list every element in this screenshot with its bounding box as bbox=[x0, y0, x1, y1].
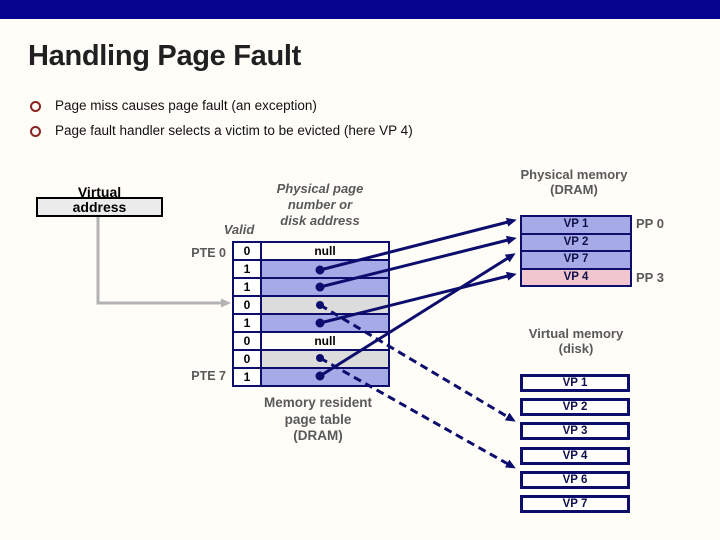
valid-bit: 1 bbox=[234, 315, 262, 331]
ppn-cell bbox=[262, 279, 388, 295]
dram-row-vp2: VP 2 bbox=[522, 234, 630, 252]
ppn-cell: null bbox=[262, 333, 388, 349]
virtual-memory-title: Virtual memory (disk) bbox=[528, 326, 624, 356]
ppn-cell bbox=[262, 351, 388, 367]
virtual-address-label: Virtual address bbox=[72, 184, 127, 215]
valid-bit: 1 bbox=[234, 279, 262, 295]
ppn-cell bbox=[262, 315, 388, 331]
page-table-caption: Memory resident page table (DRAM) bbox=[263, 395, 373, 443]
valid-bit: 1 bbox=[234, 261, 262, 277]
dram-box: VP 1 VP 2 VP 7 VP 4 bbox=[520, 215, 632, 287]
bullet-text: Page fault handler selects a victim to b… bbox=[55, 123, 413, 138]
physical-memory-title: Physical memory (DRAM) bbox=[520, 167, 628, 197]
pte0-label: PTE 0 bbox=[191, 246, 226, 260]
pte-row-6: 0 bbox=[234, 351, 388, 369]
pte7-label: PTE 7 bbox=[191, 369, 226, 383]
bullet-item: Page miss causes page fault (an exceptio… bbox=[30, 97, 670, 114]
valid-bit: 0 bbox=[234, 351, 262, 367]
dram-row-vp4-victim: VP 4 bbox=[522, 269, 630, 285]
pp3-label: PP 3 bbox=[636, 270, 664, 285]
pp0-label: PP 0 bbox=[636, 216, 664, 231]
disk-box-vp7: VP 7 bbox=[520, 495, 630, 513]
pte-row-4: 1 bbox=[234, 315, 388, 333]
bullet-item: Page fault handler selects a victim to b… bbox=[30, 122, 670, 139]
disk-box-vp3: VP 3 bbox=[520, 422, 630, 440]
address-arrow-to-pte3 bbox=[96, 217, 231, 308]
valid-bit: 0 bbox=[234, 243, 262, 259]
valid-column-header: Valid bbox=[223, 222, 255, 237]
bullet-circle-icon bbox=[30, 126, 41, 137]
virtual-address-box bbox=[36, 197, 163, 217]
pte-row-5: 0 null bbox=[234, 333, 388, 351]
pte-row-7: 1 bbox=[234, 369, 388, 385]
dram-row-vp1: VP 1 bbox=[522, 217, 630, 235]
page-table: 0 null 1 1 0 1 0 null 0 1 bbox=[232, 241, 390, 387]
bullet-text: Page miss causes page fault (an exceptio… bbox=[55, 98, 317, 113]
ppn-cell bbox=[262, 297, 388, 313]
page-table-column-header: Physical page number or disk address bbox=[276, 181, 364, 228]
disk-box-vp4: VP 4 bbox=[520, 447, 630, 465]
valid-bit: 1 bbox=[234, 369, 262, 385]
disk-box-vp6: VP 6 bbox=[520, 471, 630, 489]
ppn-cell bbox=[262, 369, 388, 385]
page-title: Handling Page Fault bbox=[28, 40, 302, 72]
dram-row-vp7: VP 7 bbox=[522, 252, 630, 270]
top-accent-bar bbox=[0, 0, 720, 19]
disk-box-vp1: VP 1 bbox=[520, 374, 630, 392]
pte-row-2: 1 bbox=[234, 279, 388, 297]
pte-row-3: 0 bbox=[234, 297, 388, 315]
pte-row-1: 1 bbox=[234, 261, 388, 279]
bullet-circle-icon bbox=[30, 101, 41, 112]
disk-box-vp2: VP 2 bbox=[520, 398, 630, 416]
ppn-cell bbox=[262, 261, 388, 277]
ppn-cell: null bbox=[262, 243, 388, 259]
pte-row-0: 0 null bbox=[234, 243, 388, 261]
valid-bit: 0 bbox=[234, 333, 262, 349]
valid-bit: 0 bbox=[234, 297, 262, 313]
